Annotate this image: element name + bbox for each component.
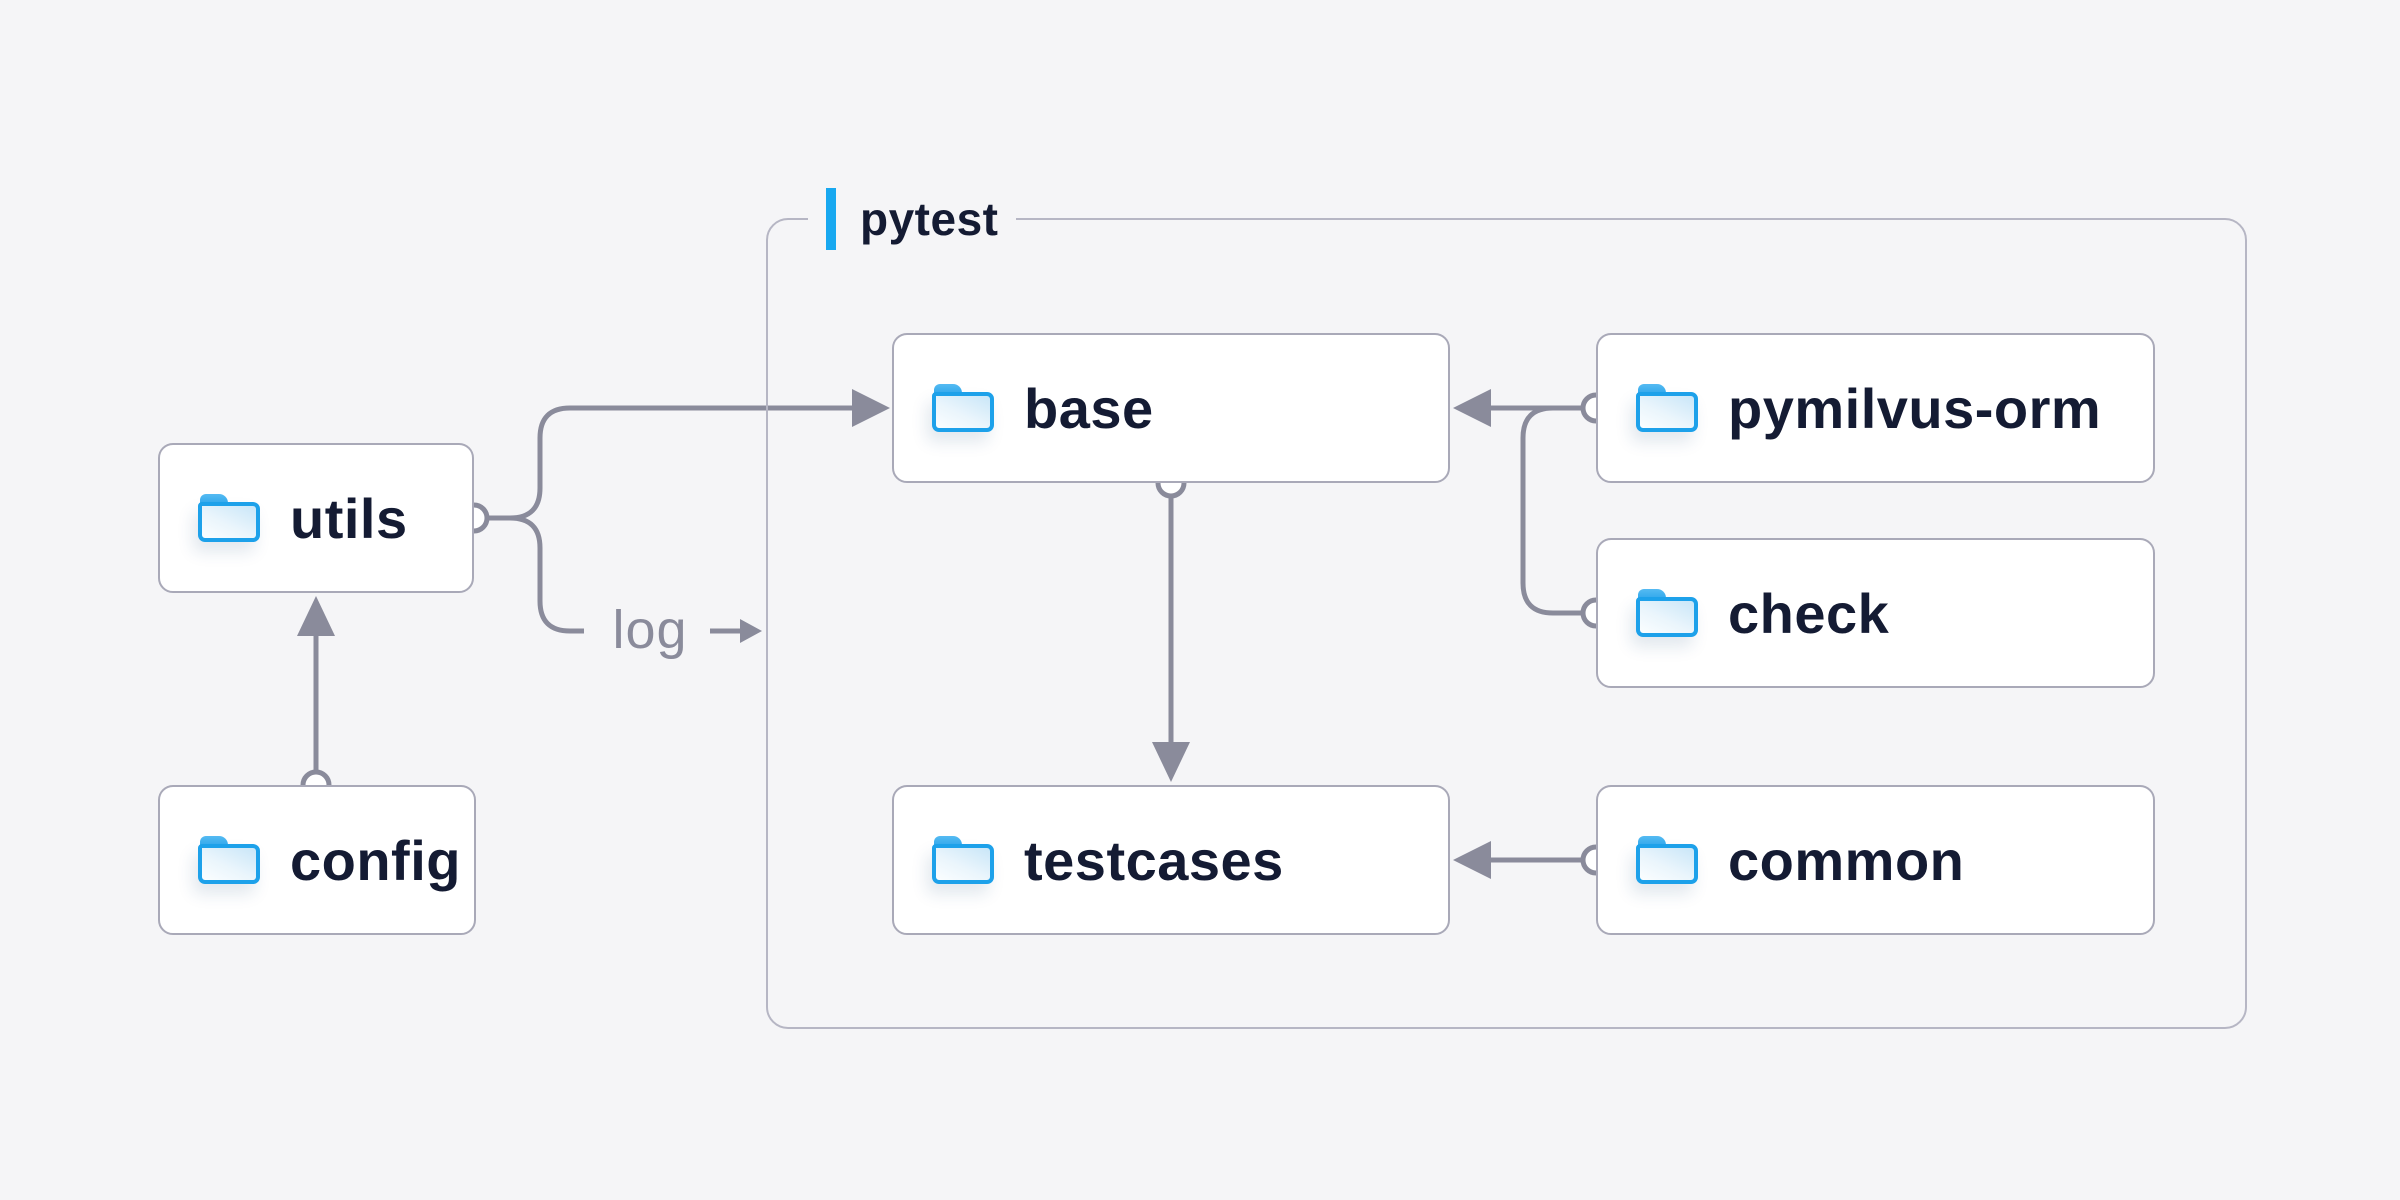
node-base-label: base: [1024, 376, 1154, 440]
edge-utils-base: [487, 405, 854, 521]
edge-utils-log: [509, 515, 584, 634]
folder-icon: [198, 836, 260, 884]
node-common-label: common: [1728, 828, 1965, 892]
folder-icon: [1636, 384, 1698, 432]
arrowhead-into-testcases-right: [1453, 841, 1491, 879]
pytest-group-label: pytest: [808, 187, 1017, 251]
folder-icon: [932, 384, 994, 432]
pytest-group-title: pytest: [860, 193, 999, 245]
node-config: config: [158, 785, 476, 935]
folder-icon: [198, 494, 260, 542]
node-base: base: [892, 333, 1450, 483]
node-check-label: check: [1728, 581, 1890, 645]
arrowhead-into-base-left: [852, 389, 890, 427]
folder-icon: [1636, 589, 1698, 637]
arrowhead-into-utils: [297, 596, 335, 636]
pytest-group-container: pytest: [766, 187, 2247, 1029]
arrowhead-into-testcases-top: [1152, 742, 1190, 782]
folder-icon: [932, 836, 994, 884]
node-utils-label: utils: [290, 486, 408, 550]
node-check: check: [1596, 538, 2155, 688]
arrowhead-into-base-right: [1453, 389, 1491, 427]
folder-icon: [1636, 836, 1698, 884]
node-testcases-label: testcases: [1024, 828, 1284, 892]
node-common: common: [1596, 785, 2155, 935]
node-utils: utils: [158, 443, 474, 593]
edge-check-base: [1520, 405, 1583, 616]
accent-bar-icon: [826, 188, 836, 250]
node-testcases: testcases: [892, 785, 1450, 935]
arrowhead-log: [740, 619, 762, 643]
node-pymilvus-orm: pymilvus-orm: [1596, 333, 2155, 483]
log-edge-label: log: [612, 600, 688, 660]
node-pymilvus-orm-label: pymilvus-orm: [1728, 376, 2102, 440]
node-config-label: config: [290, 828, 461, 892]
